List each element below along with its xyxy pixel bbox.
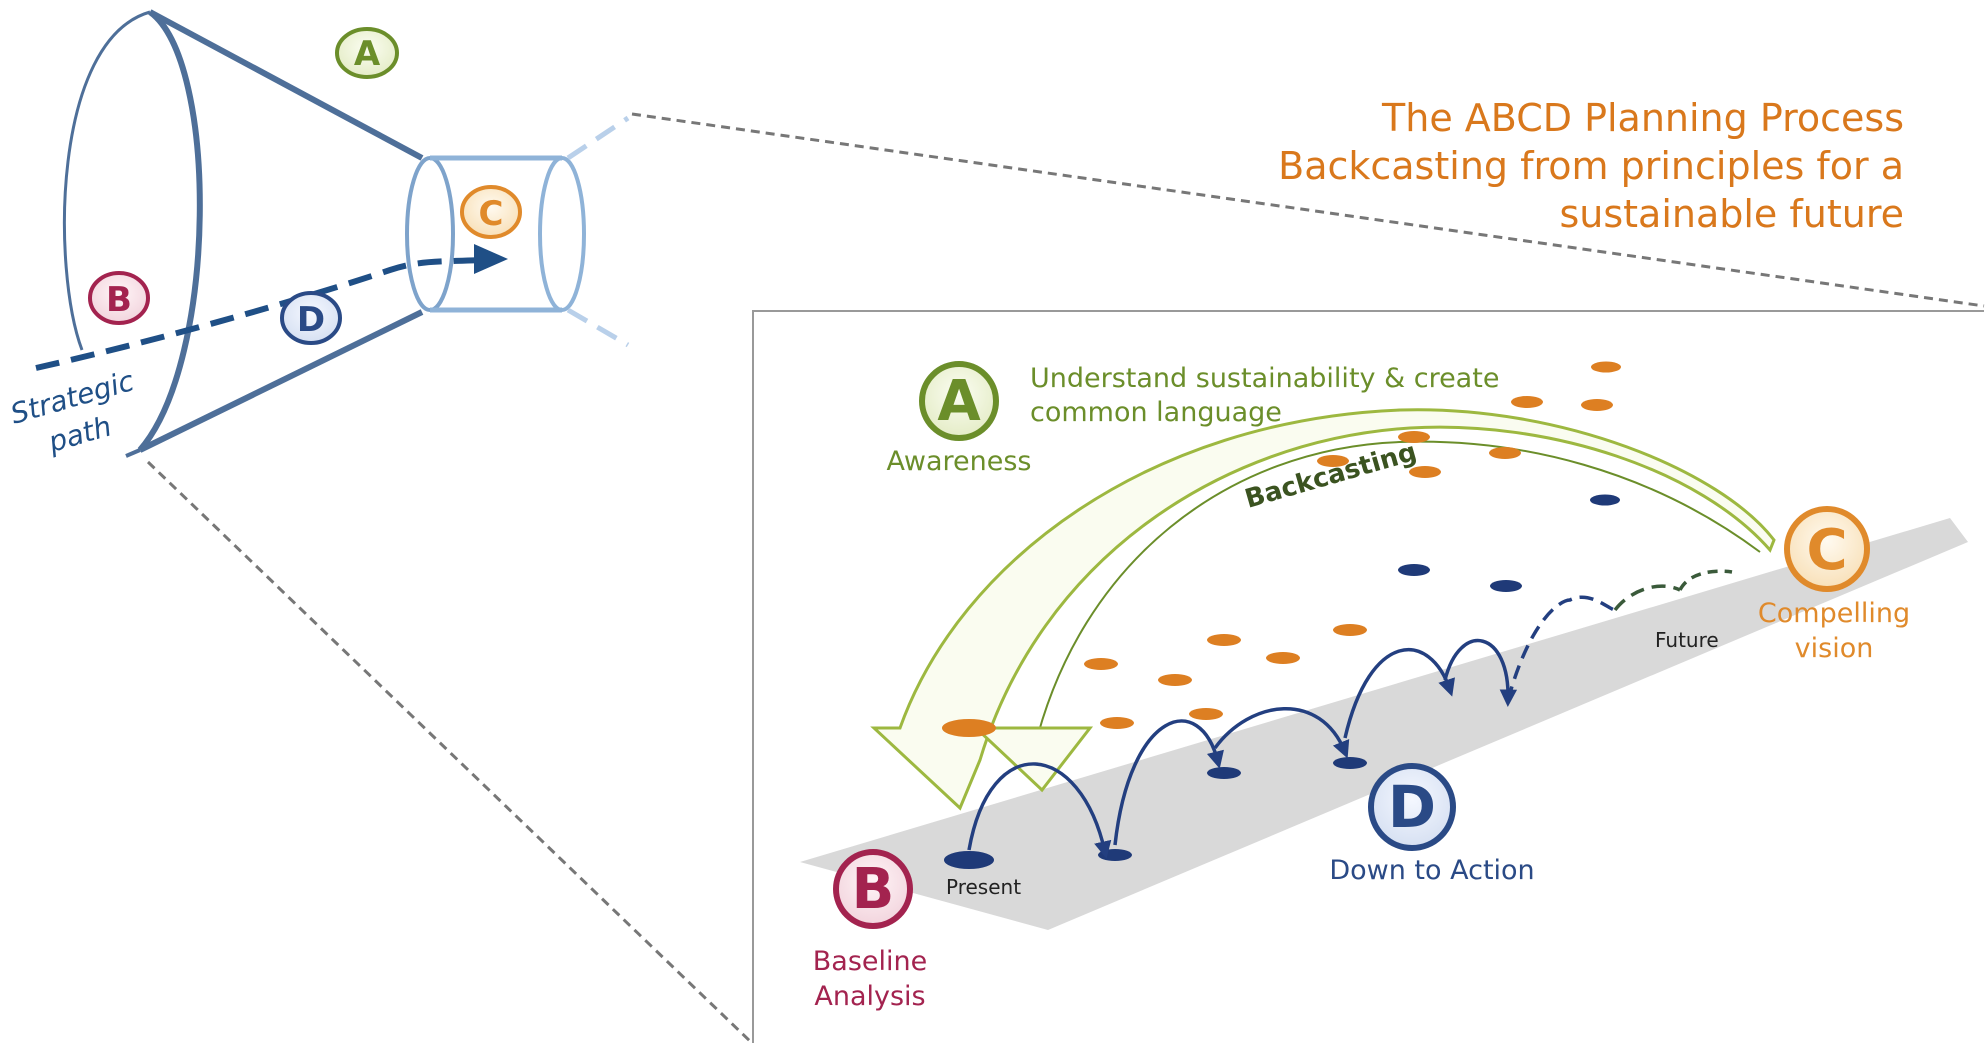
funnel-badge-c-letter: C (479, 194, 504, 234)
orange-dot (1489, 447, 1521, 459)
panel-badge-b-letter: B (852, 857, 895, 922)
navy-dot (1398, 564, 1430, 576)
orange-dot (1511, 396, 1543, 408)
navy-dot (944, 851, 994, 869)
panel-badge-b: B (833, 849, 913, 929)
orange-dot (1317, 455, 1349, 467)
awareness-desc-1: Understand sustainability & create (1030, 363, 1499, 394)
detail-panel: Backcasting (752, 310, 1984, 1043)
orange-dot (1100, 717, 1134, 729)
orange-dot (1398, 431, 1430, 443)
orange-dot (1266, 652, 1300, 664)
hop-arrow-future (1613, 584, 1681, 612)
action-hops (967, 638, 1518, 859)
compelling-caption-1: Compelling (1758, 598, 1910, 629)
funnel-badge-b-letter: B (106, 280, 132, 320)
zoom-line-bottom (146, 460, 754, 1043)
orange-dot (1207, 634, 1241, 646)
funnel-badge-c: C (460, 185, 522, 239)
hop-arrow (1113, 719, 1224, 846)
funnel-badge-d: D (280, 291, 342, 345)
hop-arrow (967, 762, 1112, 859)
strategic-path-arrowhead (474, 244, 508, 274)
title-block: The ABCD Planning Process Backcasting fr… (1278, 94, 1904, 238)
title-line-3: sustainable future (1559, 192, 1904, 236)
zoom-line-top (631, 112, 1985, 308)
panel-badge-a: A (919, 361, 999, 441)
backcasting-arrow (870, 408, 1776, 811)
baseline-caption-2: Analysis (814, 981, 925, 1012)
funnel-badge-a-letter: A (354, 34, 381, 74)
ground-plane (800, 518, 1968, 930)
funnel-badge-d-letter: D (297, 300, 325, 340)
orange-dot (1591, 361, 1621, 373)
funnel (63, 9, 630, 458)
navy-dot (1207, 767, 1241, 779)
hop-arrow (1213, 707, 1350, 759)
orange-dots (942, 361, 1621, 737)
navy-dot (1490, 580, 1522, 592)
navy-dot (1590, 494, 1620, 506)
down-to-action-caption: Down to Action (1329, 855, 1534, 886)
panel-badge-c: C (1784, 506, 1870, 592)
panel-badge-d: D (1368, 763, 1456, 851)
awareness-caption: Awareness (887, 446, 1032, 477)
orange-dot (1158, 674, 1192, 686)
funnel-badge-b: B (88, 271, 150, 325)
panel-badge-d-letter: D (1388, 773, 1436, 841)
orange-dot (1333, 624, 1367, 636)
compelling-caption-2: vision (1795, 633, 1874, 664)
baseline-caption-1: Baseline (813, 946, 927, 977)
hop-arrow-future (1506, 595, 1616, 701)
title-line-2: Backcasting from principles for a (1278, 144, 1904, 188)
title-line-1: The ABCD Planning Process (1382, 96, 1904, 140)
orange-dot (1084, 658, 1118, 670)
hop-arrow-future (1678, 569, 1733, 591)
funnel-badge-a: A (335, 27, 399, 79)
hop-arrow (1443, 638, 1518, 707)
orange-dot (1409, 466, 1441, 478)
present-label: Present (946, 875, 1021, 899)
future-label: Future (1655, 628, 1719, 652)
awareness-desc-2: common language (1030, 397, 1282, 428)
navy-dot (1333, 757, 1367, 769)
orange-dot (1189, 708, 1223, 720)
panel-badge-c-letter: C (1806, 518, 1847, 583)
orange-dot (942, 719, 996, 737)
hop-arrow (1343, 647, 1455, 739)
orange-dot (1581, 399, 1613, 411)
panel-badge-a-letter: A (937, 369, 981, 434)
strategic-path-arrow (35, 257, 481, 371)
